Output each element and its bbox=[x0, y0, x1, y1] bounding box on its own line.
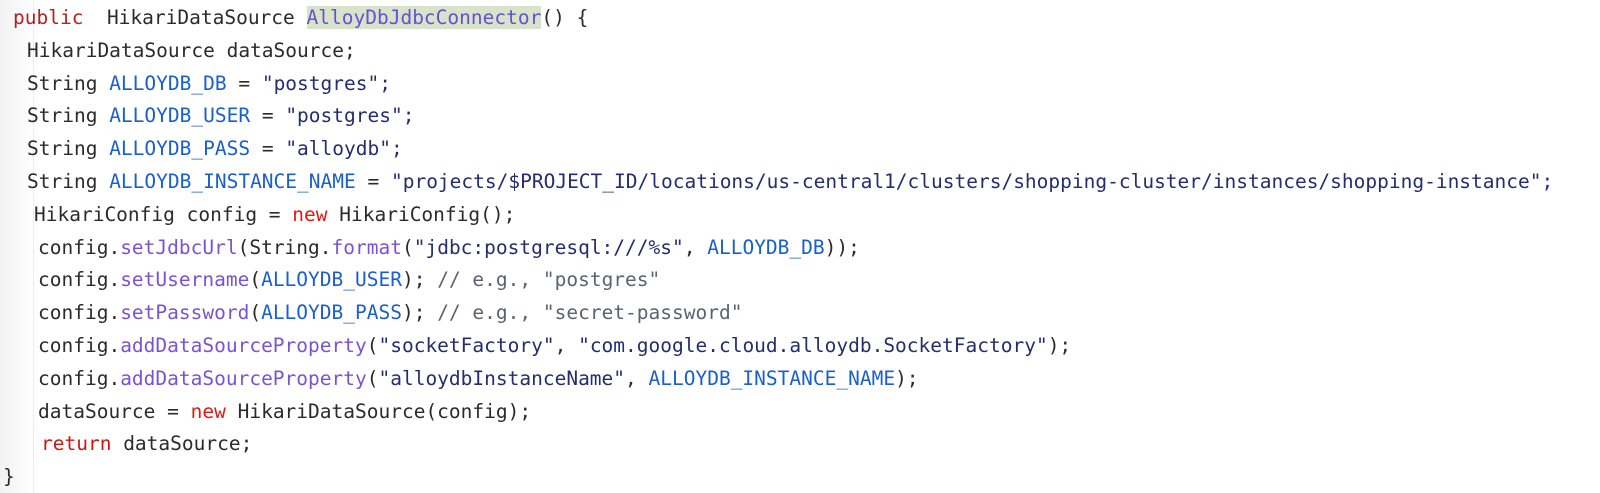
code-token-plain: HikariConfig config = bbox=[34, 202, 293, 226]
code-token-kw-new: new bbox=[292, 202, 328, 226]
code-token-string: "com.google.cloud.alloydb.SocketFactory" bbox=[578, 333, 1048, 357]
code-line[interactable]: } bbox=[0, 461, 1600, 493]
code-token-plain: , bbox=[683, 235, 708, 259]
code-token-string: ; bbox=[379, 71, 391, 95]
code-token-string: "jdbc:postgresql:///%s" bbox=[413, 235, 684, 259]
code-token-method: addDataSourceProperty bbox=[120, 333, 367, 357]
code-token-plain: () { bbox=[541, 6, 589, 29]
code-line[interactable]: String ALLOYDB_USER = "postgres"; bbox=[0, 100, 1600, 133]
code-line[interactable]: String ALLOYDB_PASS = "alloydb"; bbox=[0, 133, 1600, 166]
code-token-plain: ); bbox=[1047, 333, 1072, 357]
code-token-plain: config. bbox=[38, 301, 121, 325]
code-token-string: "postgres" bbox=[261, 71, 380, 95]
code-token-method: format bbox=[331, 235, 402, 259]
code-token-plain: ( bbox=[249, 301, 262, 325]
code-token-plain: dataSource; bbox=[111, 432, 253, 456]
code-token-plain: = bbox=[250, 137, 286, 161]
code-token-plain: HikariDataSource dataSource; bbox=[27, 38, 356, 62]
code-token-var: ALLOYDB_USER bbox=[109, 104, 251, 128]
code-token-string: "postgres" bbox=[285, 104, 403, 128]
code-line[interactable]: HikariDataSource dataSource; bbox=[0, 35, 1600, 68]
code-line[interactable]: config.setUsername(ALLOYDB_USER); // e.g… bbox=[0, 264, 1600, 297]
code-token-plain: ( bbox=[401, 235, 414, 259]
code-token-plain: HikariDataSource(config); bbox=[225, 399, 532, 423]
code-line[interactable]: dataSource = new HikariDataSource(config… bbox=[0, 396, 1600, 429]
code-token-var: ALLOYDB_INSTANCE_NAME bbox=[109, 169, 356, 193]
code-token-var: ALLOYDB_DB bbox=[109, 71, 227, 95]
code-token-plain: ( bbox=[366, 366, 379, 390]
code-token-plain: ( bbox=[249, 268, 262, 292]
code-token-plain: ); bbox=[401, 301, 438, 325]
code-token-plain: = bbox=[226, 71, 262, 95]
code-line[interactable]: config.addDataSourceProperty("alloydbIns… bbox=[0, 363, 1600, 396]
code-token-plain: } bbox=[3, 465, 15, 489]
code-token-method: setUsername bbox=[120, 268, 250, 292]
code-token-type: HikariDataSource bbox=[106, 6, 307, 29]
code-token-string: "projects/$PROJECT_ID/locations/us-centr… bbox=[390, 169, 1542, 193]
code-token-string: ; bbox=[402, 104, 415, 128]
code-token-comment: // e.g., "postgres" bbox=[437, 268, 661, 292]
code-token-method: setJdbcUrl bbox=[120, 235, 238, 259]
code-line[interactable]: HikariConfig config = new HikariConfig()… bbox=[0, 199, 1600, 232]
code-token-string: ; bbox=[390, 137, 403, 161]
code-token-comment: // e.g., "secret-password" bbox=[437, 301, 743, 325]
code-token-plain: String bbox=[27, 169, 110, 193]
code-token-string: "socketFactory" bbox=[378, 333, 555, 357]
code-token-plain: = bbox=[250, 104, 286, 128]
code-token-plain: ); bbox=[895, 366, 919, 390]
code-token-method: setPassword bbox=[120, 301, 250, 325]
code-token-method: addDataSourceProperty bbox=[120, 366, 367, 390]
code-token-kw-new: new bbox=[190, 399, 226, 423]
code-token-plain: config. bbox=[38, 333, 121, 357]
code-line[interactable]: config.setPassword(ALLOYDB_PASS); // e.g… bbox=[0, 297, 1600, 330]
code-token-kw-return: return bbox=[41, 432, 112, 456]
code-line[interactable]: String ALLOYDB_DB = "postgres"; bbox=[0, 68, 1600, 101]
code-token-plain: )); bbox=[824, 235, 860, 259]
code-token-plain: String bbox=[27, 104, 110, 128]
code-token-kw-public: public bbox=[13, 6, 84, 29]
code-token-plain: (String. bbox=[237, 235, 332, 259]
code-token-plain: HikariConfig(); bbox=[327, 202, 516, 226]
code-token-fn-decl: AlloyDbJdbcConnector bbox=[306, 6, 542, 29]
code-line[interactable]: config.addDataSourceProperty("socketFact… bbox=[0, 330, 1600, 363]
code-line[interactable]: String ALLOYDB_INSTANCE_NAME = "projects… bbox=[0, 166, 1600, 199]
code-token-plain: String bbox=[27, 137, 110, 161]
code-line[interactable]: config.setJdbcUrl(String.format("jdbc:po… bbox=[0, 232, 1600, 265]
code-token-plain: ( bbox=[366, 333, 379, 357]
code-token-var: ALLOYDB_USER bbox=[261, 268, 402, 292]
code-token-plain: , bbox=[625, 366, 649, 390]
code-token-var: ALLOYDB_PASS bbox=[261, 301, 402, 325]
code-token-string: ; bbox=[1541, 169, 1554, 193]
code-token-plain: = bbox=[355, 169, 391, 193]
code-line[interactable]: public HikariDataSource AlloyDbJdbcConne… bbox=[0, 2, 1600, 35]
code-line[interactable]: return dataSource; bbox=[0, 428, 1600, 461]
code-token-plain: config. bbox=[38, 366, 121, 390]
code-token-plain: String bbox=[27, 71, 110, 95]
code-token-plain: config. bbox=[38, 235, 121, 259]
code-token-plain bbox=[83, 6, 106, 29]
code-token-plain: ); bbox=[401, 268, 438, 292]
code-token-var: ALLOYDB_INSTANCE_NAME bbox=[648, 366, 896, 390]
code-token-string: "alloydb" bbox=[285, 137, 391, 161]
code-token-var: ALLOYDB_PASS bbox=[109, 137, 251, 161]
code-token-plain: , bbox=[554, 333, 579, 357]
code-token-string: "alloydbInstanceName" bbox=[378, 366, 626, 390]
code-token-plain: config. bbox=[38, 268, 121, 292]
code-token-plain: dataSource = bbox=[38, 399, 191, 423]
code-token-var: ALLOYDB_DB bbox=[707, 235, 825, 259]
